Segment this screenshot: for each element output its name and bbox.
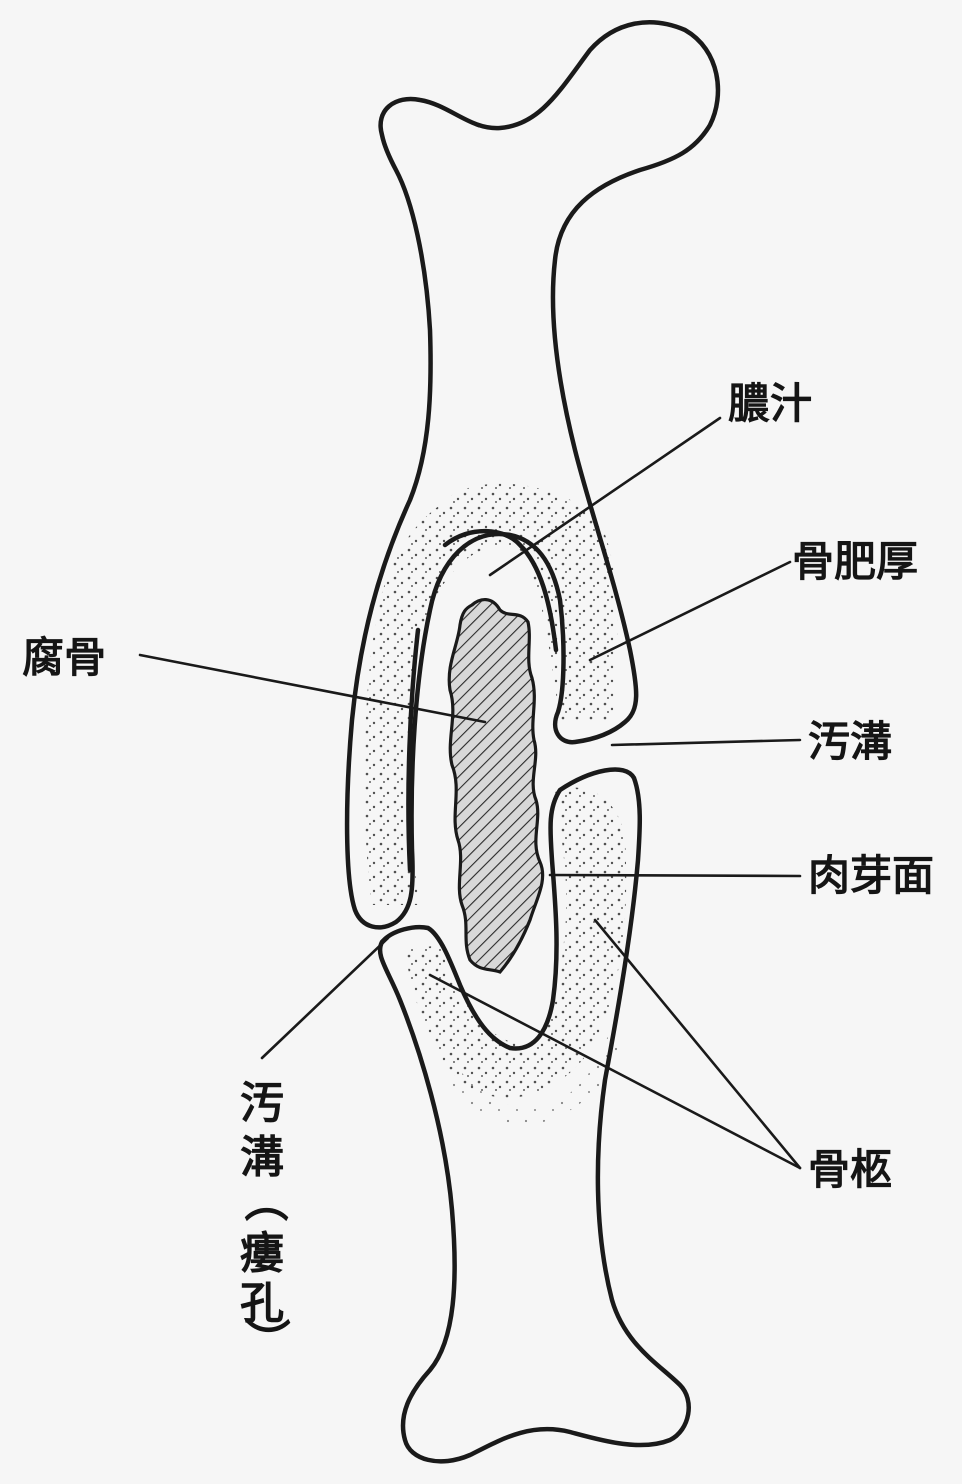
label-sequestrum: 腐骨: [22, 633, 106, 682]
leader-sequestrum: [140, 655, 485, 722]
label-cloaca-fistula-char: 溝: [240, 1132, 284, 1183]
label-bone-thickening: 骨肥厚: [792, 537, 918, 586]
label-granulation-surface: 肉芽面: [808, 851, 934, 900]
label-cloaca-right: 汚溝: [808, 717, 892, 766]
label-cloaca-fistula-char: ）: [241, 1318, 292, 1362]
label-cloaca-fistula-char: （: [239, 1178, 290, 1222]
sequestrum-shape: [449, 600, 542, 972]
label-involucrum: 骨柩: [808, 1145, 892, 1194]
leader-involucrum-2: [595, 920, 800, 1168]
leader-granulation: [550, 875, 800, 876]
label-cloaca-fistula-char: 汚: [240, 1078, 284, 1129]
label-cloaca-fistula: 汚 溝 （ 瘻 孔 ）: [239, 1078, 292, 1362]
leader-cloaca-right: [612, 740, 800, 745]
label-cloaca-fistula-char: 瘻: [240, 1228, 284, 1279]
label-pus: 膿汁: [728, 379, 812, 428]
leader-cloaca-fistula: [262, 938, 388, 1058]
